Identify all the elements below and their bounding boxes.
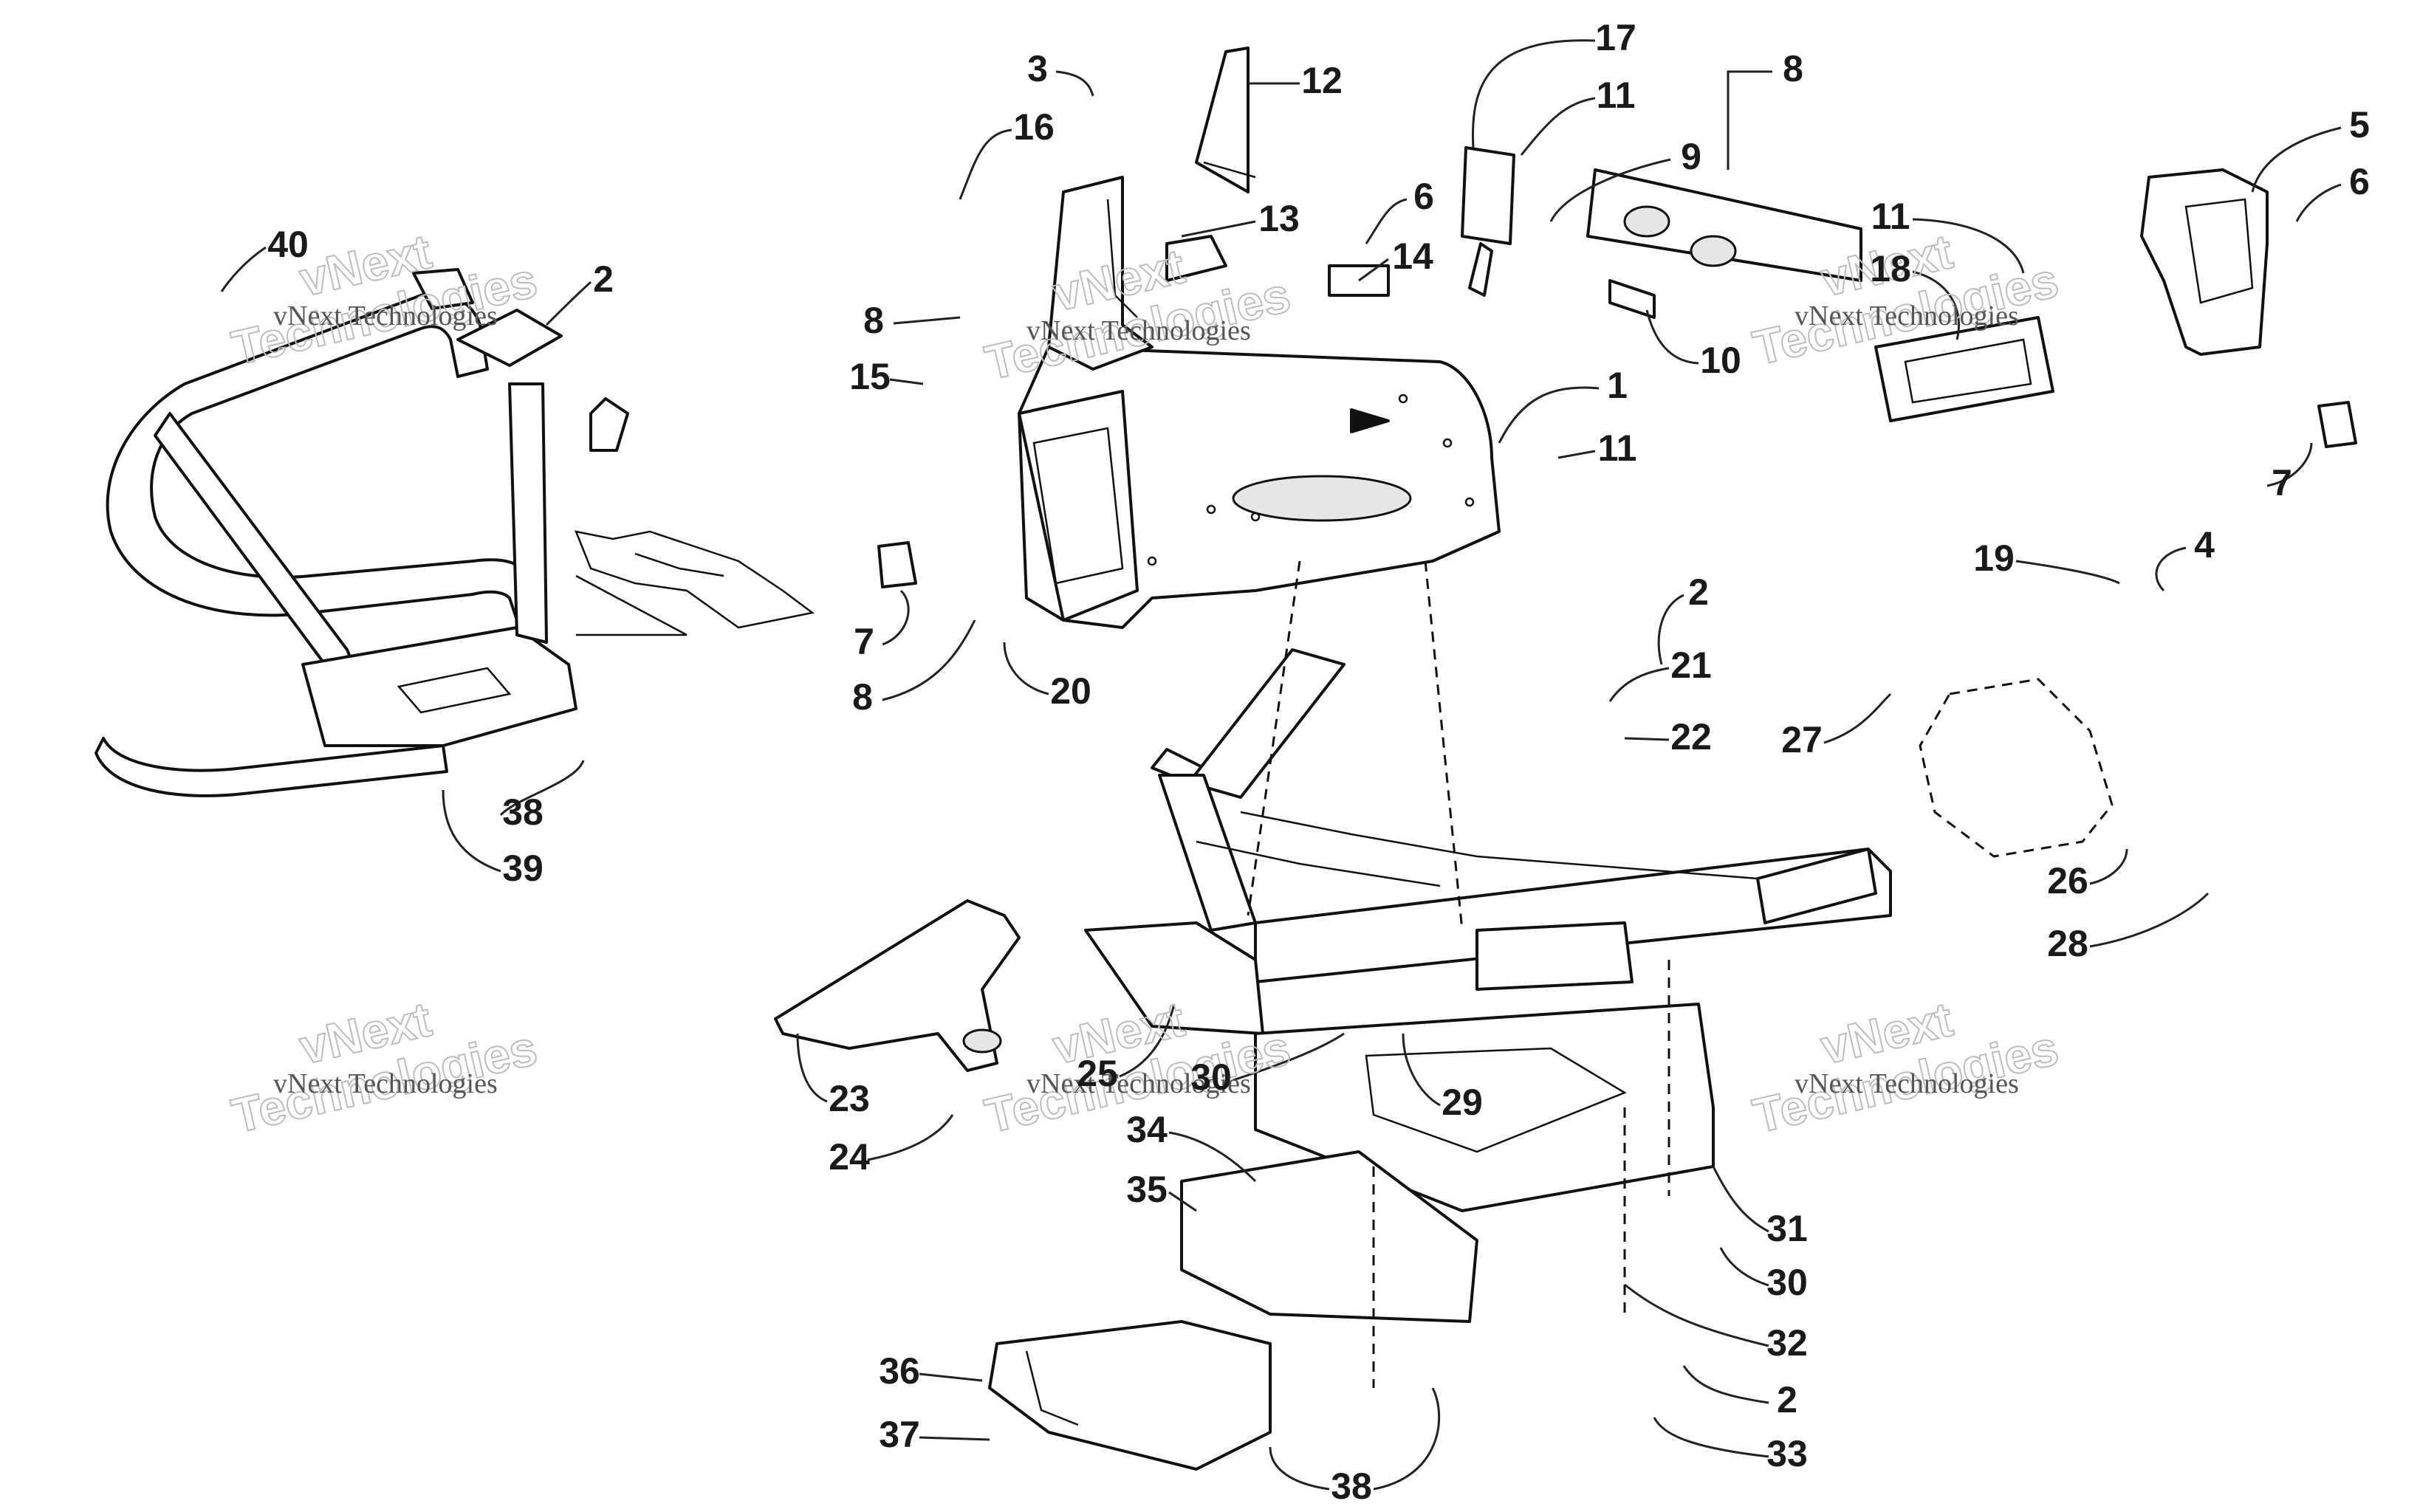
watermark-small: vNext Technologies xyxy=(1795,1068,2019,1099)
callout-37: 37 xyxy=(879,1414,920,1455)
main-chassis-part xyxy=(1084,648,1892,1035)
bracket-10-part xyxy=(1608,279,1656,319)
bumper-7b-part xyxy=(877,541,917,588)
callout-11a: 11 xyxy=(1597,75,1636,116)
callout-7b: 7 xyxy=(854,621,874,662)
module-18-part xyxy=(1874,316,2054,422)
watermark-small: vNext Technologies xyxy=(273,1068,498,1099)
callout-30b: 30 xyxy=(1766,1262,1808,1303)
callout-31: 31 xyxy=(1766,1208,1808,1249)
callout-17: 17 xyxy=(1595,17,1636,58)
callout-29: 29 xyxy=(1442,1082,1483,1123)
leader-lines xyxy=(220,39,2342,1491)
callout-3: 3 xyxy=(1027,48,1048,89)
callout-39: 39 xyxy=(502,848,544,889)
callout-21: 21 xyxy=(1670,645,1712,686)
callout-13: 13 xyxy=(1258,198,1300,239)
callout-18: 18 xyxy=(1870,248,1911,289)
plate-9-part xyxy=(1586,168,1862,282)
callout-6a: 6 xyxy=(1413,176,1434,217)
footwell-27-part xyxy=(1919,678,2114,858)
callout-8a: 8 xyxy=(1783,48,1803,89)
callout-4: 4 xyxy=(2194,524,2215,566)
callout-30a: 30 xyxy=(1190,1056,1232,1098)
callout-12: 12 xyxy=(1301,60,1343,101)
front-bumper-part xyxy=(95,268,815,797)
callout-6b: 6 xyxy=(2349,161,2370,202)
watermark-small: vNext Technologies xyxy=(1795,300,2019,331)
callout-8b: 8 xyxy=(863,300,884,341)
callout-27: 27 xyxy=(1781,719,1823,760)
callout-10: 10 xyxy=(1700,340,1741,381)
panel-35-part xyxy=(1180,1150,1478,1323)
callout-11b: 11 xyxy=(1871,196,1910,237)
callout-28: 28 xyxy=(2047,923,2088,964)
watermark-small: vNext Technologies xyxy=(1026,1068,1251,1099)
callout-22: 22 xyxy=(1670,716,1712,757)
callout-2a: 2 xyxy=(593,258,614,300)
bracket-17-part xyxy=(1461,146,1515,297)
callout-40: 40 xyxy=(267,224,309,265)
callout-36: 36 xyxy=(879,1350,920,1392)
callout-9: 9 xyxy=(1681,136,1701,177)
watermark-small: vNext Technologies xyxy=(1026,315,1251,346)
callout-38b: 38 xyxy=(1331,1465,1372,1507)
callout-5: 5 xyxy=(2349,104,2370,145)
callout-1: 1 xyxy=(1607,365,1628,406)
guard-36-part xyxy=(988,1320,1272,1471)
callout-33: 33 xyxy=(1766,1433,1808,1474)
callout-2c: 2 xyxy=(1777,1379,1797,1420)
bumper-7-part xyxy=(2317,401,2357,448)
callout-32: 32 xyxy=(1766,1322,1808,1364)
callout-15: 15 xyxy=(849,356,891,397)
callout-7a: 7 xyxy=(2272,462,2292,504)
callout-25: 25 xyxy=(1077,1053,1118,1094)
callout-24: 24 xyxy=(829,1136,870,1178)
bracket-23-part xyxy=(774,899,1021,1072)
watermark-small: vNext Technologies xyxy=(273,300,498,331)
callout-19: 19 xyxy=(1973,537,2015,579)
callout-11c: 11 xyxy=(1598,427,1637,469)
callout-8c: 8 xyxy=(852,676,873,718)
callout-16: 16 xyxy=(1013,106,1055,148)
callout-35: 35 xyxy=(1126,1169,1168,1210)
plate-12-part xyxy=(1195,47,1256,193)
callout-2b: 2 xyxy=(1688,571,1709,613)
callout-20: 20 xyxy=(1050,670,1091,712)
callout-14: 14 xyxy=(1392,236,1433,277)
dash-frame-part xyxy=(1018,176,1501,629)
callout-26: 26 xyxy=(2047,860,2088,901)
callout-34: 34 xyxy=(1126,1109,1168,1150)
frame-holes xyxy=(1147,394,1475,566)
callout-23: 23 xyxy=(829,1078,870,1119)
bracket-5-part xyxy=(2140,168,2269,356)
callout-38a: 38 xyxy=(502,791,544,833)
